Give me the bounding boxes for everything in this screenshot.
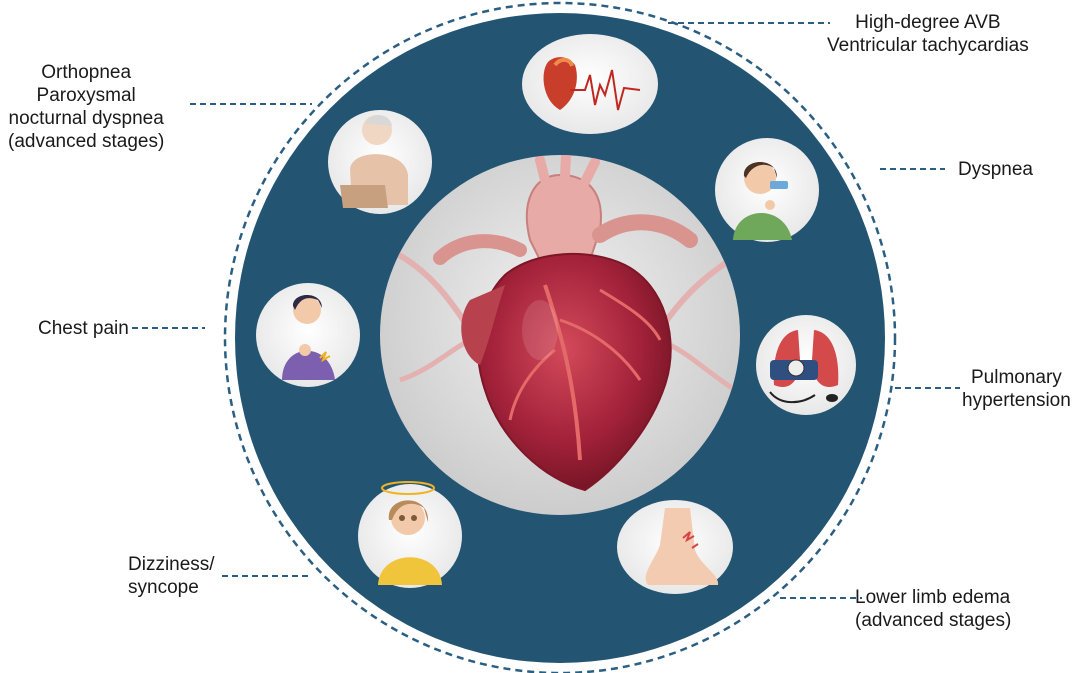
label-dizziness: Dizziness/ syncope: [128, 553, 215, 599]
label-orthopnea-line4: (advanced stages): [8, 130, 164, 153]
label-pulmonary-line2: hypertension: [962, 389, 1071, 412]
lungs-blood-pressure-icon: [756, 315, 856, 415]
label-orthopnea-line1: Orthopnea: [8, 61, 164, 84]
label-orthopnea-line2: Paroxysmal: [8, 84, 164, 107]
label-orthopnea-line3: nocturnal dyspnea: [8, 107, 164, 130]
swollen-foot-icon: [617, 500, 733, 594]
ecg-heart-icon: [522, 34, 658, 134]
chest-pain-person-icon: [256, 283, 360, 387]
label-dyspnea: Dyspnea: [958, 158, 1033, 181]
label-orthopnea: Orthopnea Paroxysmal nocturnal dyspnea (…: [8, 61, 164, 153]
label-pulmonary: Pulmonary hypertension: [962, 366, 1071, 412]
label-avb: High-degree AVB Ventricular tachycardias: [827, 11, 1029, 57]
heart-illustration: [380, 155, 740, 515]
label-chest-pain-line1: Chest pain: [38, 317, 129, 340]
label-dizziness-line1: Dizziness/: [128, 553, 215, 576]
elderly-man-icon: [328, 110, 432, 214]
label-pulmonary-line1: Pulmonary: [962, 366, 1071, 389]
label-chest-pain: Chest pain: [38, 317, 129, 340]
label-edema: Lower limb edema (advanced stages): [855, 586, 1011, 632]
label-avb-line2: Ventricular tachycardias: [827, 34, 1029, 57]
label-dizziness-line2: syncope: [128, 576, 215, 599]
label-dyspnea-line1: Dyspnea: [958, 158, 1033, 181]
woman-inhaler-icon: [715, 138, 819, 242]
label-avb-line1: High-degree AVB: [827, 11, 1029, 34]
label-edema-line2: (advanced stages): [855, 609, 1011, 632]
label-edema-line1: Lower limb edema: [855, 586, 1011, 609]
